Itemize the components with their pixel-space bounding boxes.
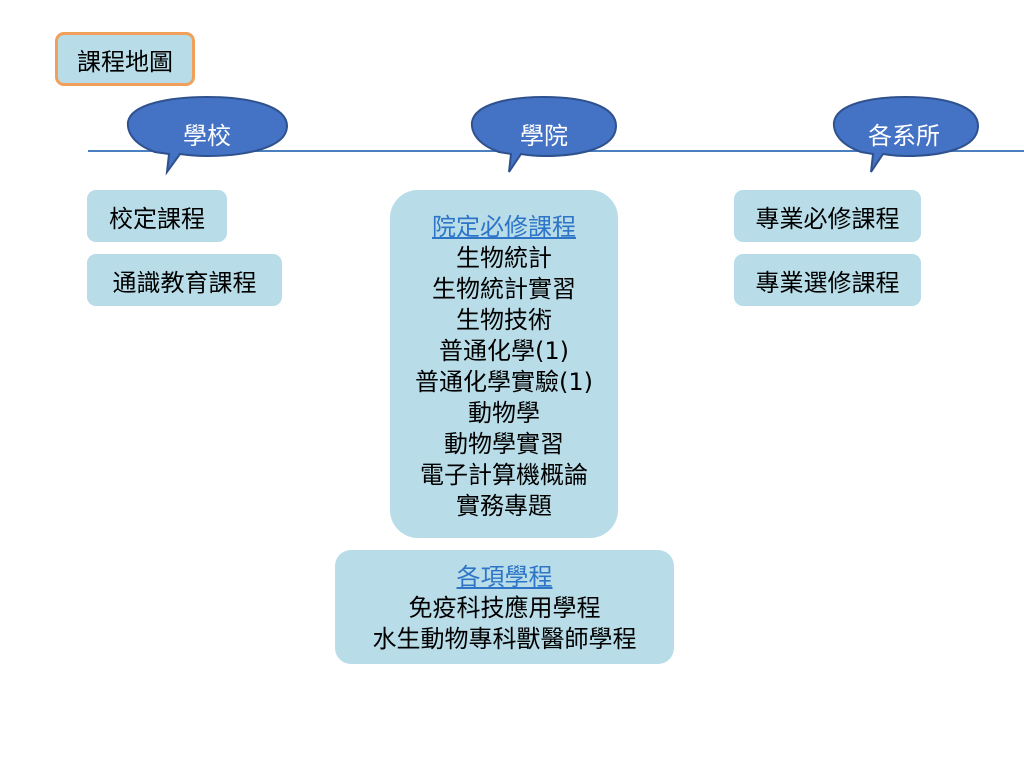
program-item: 水生動物專科獸醫師學程 [372, 625, 637, 653]
level-label-college: 學院 [520, 122, 568, 150]
level-bubble-department [832, 95, 980, 173]
department-course-box: 專業必修課程 [734, 190, 921, 242]
college-programs-box: 各項學程 免疫科技應用學程 水生動物專科獸醫師學程 [335, 550, 674, 664]
level-label-school: 學校 [183, 122, 231, 150]
course-item: 實務專題 [456, 492, 552, 520]
college-programs-heading[interactable]: 各項學程 [456, 563, 553, 591]
college-required-heading[interactable]: 院定必修課程 [432, 213, 576, 241]
school-course-label: 通識教育課程 [112, 268, 257, 297]
course-item: 普通化學(1) [439, 337, 569, 365]
course-item: 生物技術 [456, 306, 552, 334]
course-item: 動物學 [468, 399, 540, 427]
page-title: 課程地圖 [55, 32, 195, 86]
college-required-box: 院定必修課程 生物統計 生物統計實習 生物技術 普通化學(1) 普通化學實驗(1… [390, 190, 618, 538]
level-bubble-college [470, 95, 618, 173]
page-title-text: 課程地圖 [77, 47, 173, 76]
school-course-label: 校定課程 [109, 204, 205, 233]
department-course-label: 專業選修課程 [755, 268, 900, 297]
course-item: 普通化學實驗(1) [415, 368, 593, 396]
school-course-box: 通識教育課程 [87, 254, 282, 306]
department-course-box: 專業選修課程 [734, 254, 921, 306]
course-item: 生物統計 [456, 244, 552, 272]
program-item: 免疫科技應用學程 [408, 594, 601, 622]
course-item: 電子計算機概論 [420, 461, 588, 489]
school-course-box: 校定課程 [87, 190, 227, 242]
department-course-label: 專業必修課程 [755, 204, 900, 233]
course-item: 動物學實習 [444, 430, 564, 458]
level-label-department: 各系所 [868, 122, 940, 150]
level-bubble-school [126, 95, 289, 176]
course-item: 生物統計實習 [432, 275, 576, 303]
